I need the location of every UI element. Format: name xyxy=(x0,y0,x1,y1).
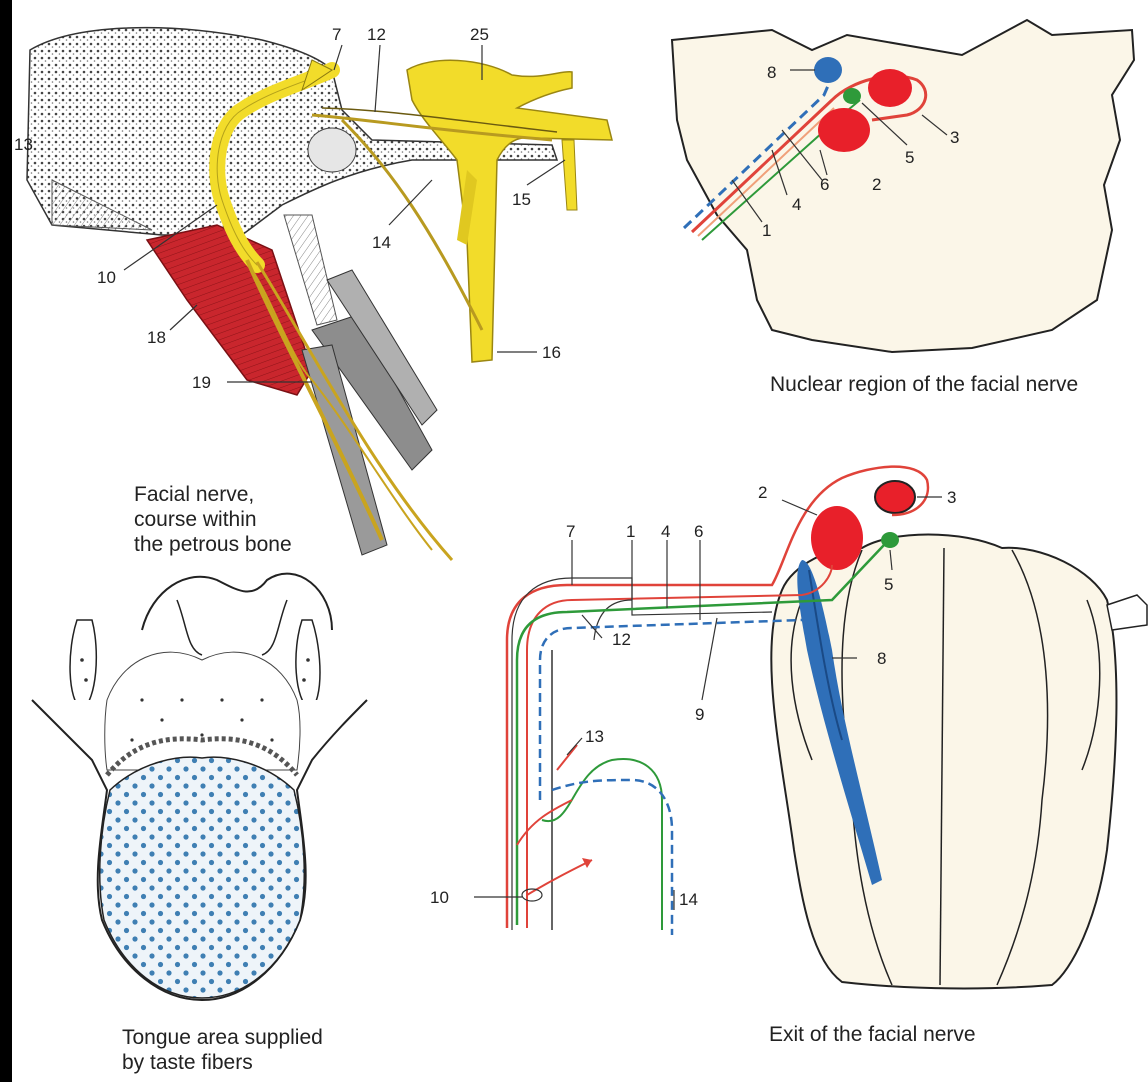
nuclear-label: 1 xyxy=(762,221,771,240)
exit-label: 6 xyxy=(694,522,703,541)
petrous-label: 16 xyxy=(542,343,561,362)
nuclear-label: 6 xyxy=(820,175,829,194)
nuclear-label: 4 xyxy=(792,195,801,214)
nucleus-2-exit xyxy=(811,506,863,570)
nucleus-3 xyxy=(868,69,912,107)
nucleus-5 xyxy=(843,88,861,104)
petrous-label: 15 xyxy=(512,190,531,209)
petrous-label: 19 xyxy=(192,373,211,392)
tongue-caption: Tongue area supplied by taste fibers xyxy=(122,1025,323,1075)
petrous-label: 7 xyxy=(332,25,341,44)
petrous-label: 13 xyxy=(14,135,33,154)
nucleus-8 xyxy=(814,57,842,83)
taste-fiber-area xyxy=(100,757,305,998)
exit-panel: 2 3 7 1 4 6 5 8 12 9 13 10 14 xyxy=(430,467,1147,989)
exit-label: 3 xyxy=(947,488,956,507)
nucleus-3-exit xyxy=(875,481,915,513)
exit-label: 2 xyxy=(758,483,767,502)
geniculate-ganglion xyxy=(407,60,612,362)
nuclear-label: 2 xyxy=(872,175,881,194)
nuclear-label: 3 xyxy=(950,128,959,147)
petrous-label: 12 xyxy=(367,25,386,44)
petrous-bone-panel: 7 12 25 13 15 14 10 18 16 19 xyxy=(14,25,612,560)
nucleus-2 xyxy=(818,108,870,152)
exit-label: 14 xyxy=(679,890,698,909)
nuclear-label: 5 xyxy=(905,148,914,167)
petrous-label: 18 xyxy=(147,328,166,347)
exit-caption: Exit of the facial nerve xyxy=(769,1022,976,1047)
exit-label: 5 xyxy=(884,575,893,594)
petrous-label: 14 xyxy=(372,233,391,252)
exit-label: 7 xyxy=(566,522,575,541)
petrous-caption: Facial nerve, course within the petrous … xyxy=(134,482,292,557)
exit-label: 9 xyxy=(695,705,704,724)
exit-label: 1 xyxy=(626,522,635,541)
exit-label: 4 xyxy=(661,522,670,541)
figure-canvas: 7 12 25 13 15 14 10 18 16 19 8 xyxy=(12,0,1148,1082)
exit-label: 13 xyxy=(585,727,604,746)
petrous-label: 10 xyxy=(97,268,116,287)
nuclear-label: 8 xyxy=(767,63,776,82)
nuclear-caption: Nuclear region of the facial nerve xyxy=(770,372,1078,397)
exit-label: 10 xyxy=(430,888,449,907)
exit-label: 8 xyxy=(877,649,886,668)
petrous-label: 25 xyxy=(470,25,489,44)
exit-label: 12 xyxy=(612,630,631,649)
tongue-panel xyxy=(32,574,367,1000)
nuclear-region-panel: 8 3 5 6 2 4 1 xyxy=(672,20,1134,352)
